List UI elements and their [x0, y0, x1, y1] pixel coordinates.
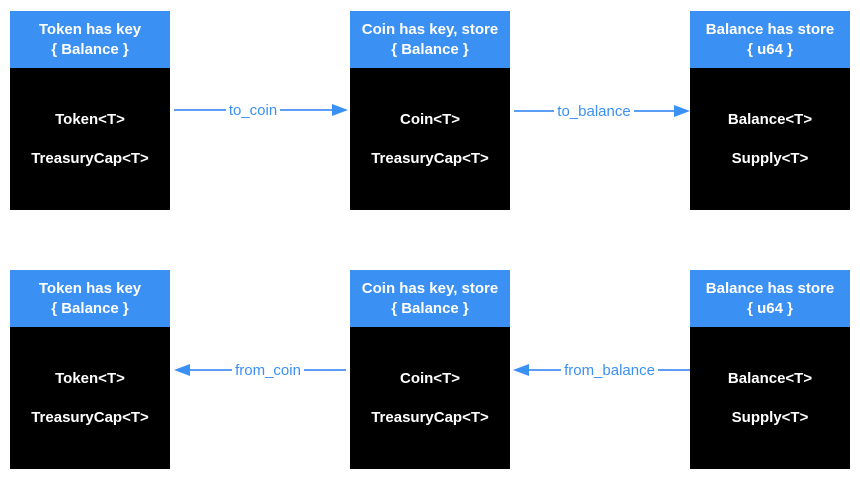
arrow-line	[633, 110, 674, 112]
node-title: Token has key	[38, 280, 142, 297]
node-field: Coin<T>	[399, 370, 460, 387]
node-field: TreasuryCap<T>	[31, 409, 149, 426]
node-coin-bottom: Coin has key, store { Balance } Coin<T> …	[350, 270, 510, 469]
arrowhead-right-icon	[674, 105, 690, 117]
node-field: Balance<T>	[727, 370, 813, 387]
node-header: Coin has key, store { Balance }	[350, 11, 510, 68]
node-header: Token has key { Balance }	[10, 11, 170, 68]
node-body: Token<T> TreasuryCap<T>	[10, 327, 170, 469]
node-body: Balance<T> Supply<T>	[690, 327, 850, 469]
node-coin-top: Coin has key, store { Balance } Coin<T> …	[350, 11, 510, 210]
node-body: Coin<T> TreasuryCap<T>	[350, 327, 510, 469]
arrowhead-right-icon	[332, 104, 348, 116]
node-title: Balance has store	[705, 21, 835, 38]
arrow-line	[657, 369, 691, 371]
node-field: TreasuryCap<T>	[31, 150, 149, 167]
node-title: Token has key	[38, 21, 142, 38]
arrow-from-coin: from_coin	[174, 358, 347, 382]
arrow-label: from_coin	[235, 361, 301, 379]
node-subtitle: { Balance }	[391, 41, 469, 58]
node-subtitle: { Balance }	[51, 300, 129, 317]
node-body: Coin<T> TreasuryCap<T>	[350, 68, 510, 210]
node-subtitle: { Balance }	[51, 41, 129, 58]
node-field: Supply<T>	[731, 409, 809, 426]
arrow-to-coin: to_coin	[174, 98, 348, 122]
arrowhead-left-icon	[174, 364, 190, 376]
node-field: TreasuryCap<T>	[371, 150, 489, 167]
node-title: Balance has store	[705, 280, 835, 297]
node-header: Token has key { Balance }	[10, 270, 170, 327]
node-token-bottom: Token has key { Balance } Token<T> Treas…	[10, 270, 170, 469]
arrow-label: from_balance	[564, 361, 655, 379]
arrow-to-balance: to_balance	[514, 99, 690, 123]
node-balance-bottom: Balance has store { u64 } Balance<T> Sup…	[690, 270, 850, 469]
arrow-line	[280, 109, 332, 111]
node-title: Coin has key, store	[361, 280, 499, 297]
node-field: Token<T>	[55, 370, 125, 387]
node-header: Balance has store { u64 }	[690, 270, 850, 327]
arrow-line	[514, 110, 555, 112]
arrow-label: to_coin	[228, 101, 278, 119]
node-field: Token<T>	[55, 111, 125, 128]
node-subtitle: { u64 }	[747, 300, 793, 317]
node-body: Balance<T> Supply<T>	[690, 68, 850, 210]
node-subtitle: { u64 }	[747, 41, 793, 58]
arrow-line	[190, 369, 233, 371]
node-field: Coin<T>	[399, 111, 460, 128]
arrow-line	[529, 369, 562, 371]
node-header: Balance has store { u64 }	[690, 11, 850, 68]
node-token-top: Token has key { Balance } Token<T> Treas…	[10, 11, 170, 210]
node-field: TreasuryCap<T>	[371, 409, 489, 426]
arrow-line	[174, 109, 226, 111]
arrow-line	[303, 369, 347, 371]
node-title: Coin has key, store	[361, 21, 499, 38]
node-field: Supply<T>	[731, 150, 809, 167]
node-header: Coin has key, store { Balance }	[350, 270, 510, 327]
arrow-from-balance: from_balance	[513, 358, 691, 382]
node-subtitle: { Balance }	[391, 300, 469, 317]
node-body: Token<T> TreasuryCap<T>	[10, 68, 170, 210]
arrow-label: to_balance	[557, 102, 631, 120]
node-balance-top: Balance has store { u64 } Balance<T> Sup…	[690, 11, 850, 210]
node-field: Balance<T>	[727, 111, 813, 128]
arrowhead-left-icon	[513, 364, 529, 376]
